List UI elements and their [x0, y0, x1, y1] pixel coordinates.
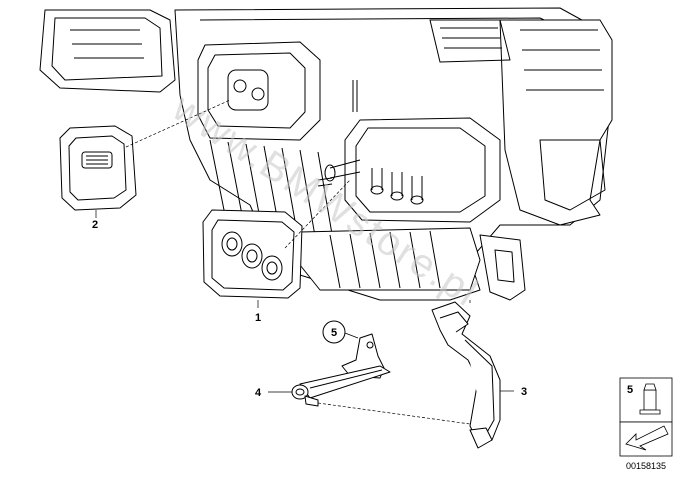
seal-holes	[221, 231, 283, 281]
pipe-fittings	[317, 159, 424, 205]
callout-5-circle: 5	[322, 320, 346, 344]
callout-5: 5	[331, 327, 337, 339]
callouts: 1 2 3 4 5	[92, 219, 527, 399]
legend-number: 5	[627, 384, 633, 396]
duct-part-3	[431, 301, 501, 449]
seal-part-2	[59, 125, 137, 211]
hose-part-4	[291, 365, 391, 407]
arrow-icon	[625, 425, 669, 451]
screw-icon	[639, 383, 661, 415]
callout-4: 4	[255, 387, 262, 399]
callout-2: 2	[92, 219, 98, 231]
callout-3: 3	[521, 386, 527, 398]
legend-box: 5 00158135	[619, 377, 673, 471]
reference-number: 00158135	[626, 461, 666, 471]
leader-lines	[95, 99, 514, 425]
seal-part-1	[202, 209, 303, 299]
callout-1: 1	[255, 312, 261, 324]
